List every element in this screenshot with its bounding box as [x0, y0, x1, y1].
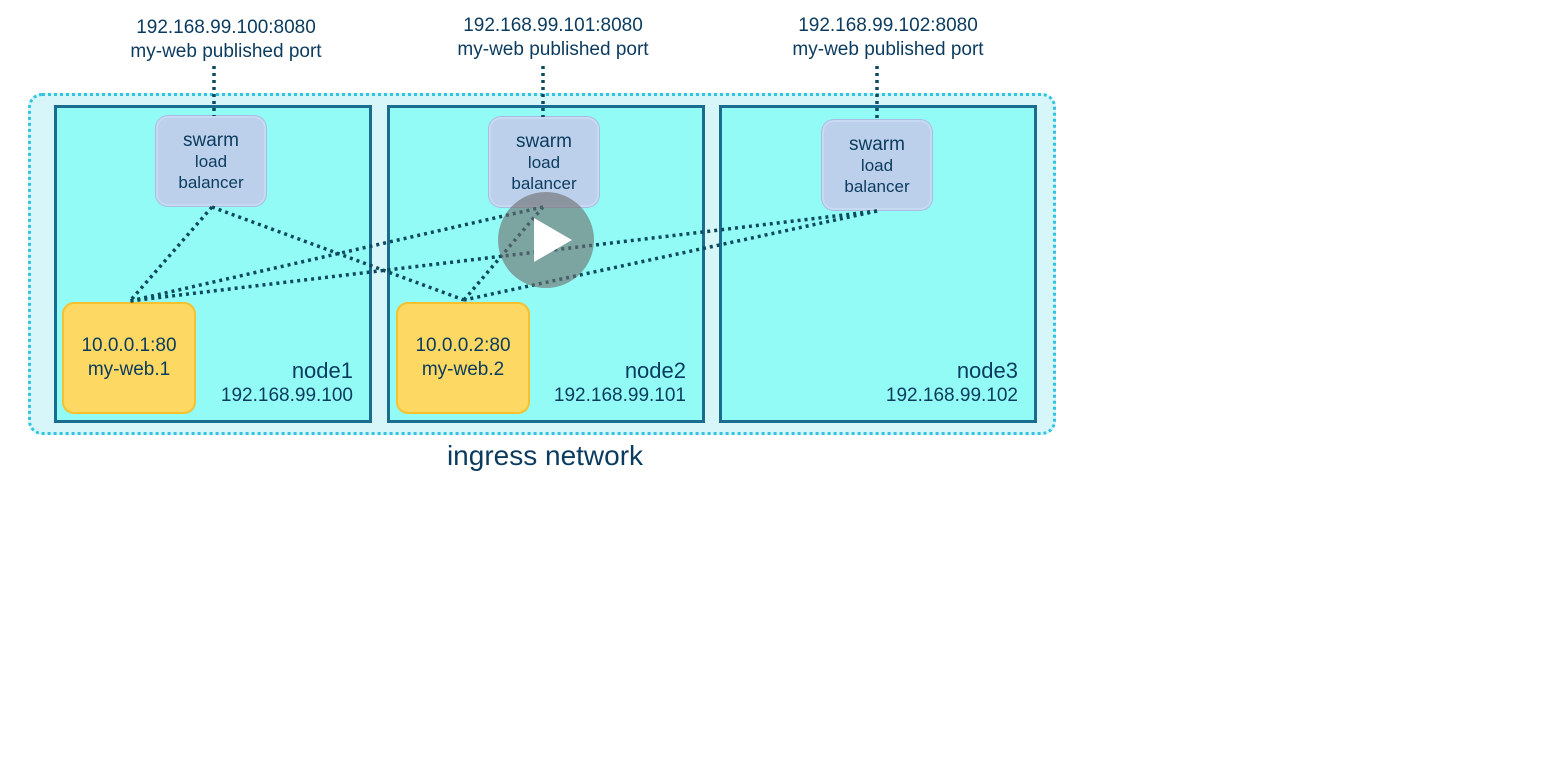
load-balancer-label-line1: swarm [516, 130, 572, 152]
task-address: 10.0.0.1:80 [81, 335, 177, 356]
published-port-node1: 192.168.99.100:8080 my-web published por… [96, 16, 356, 64]
load-balancer-node1: swarm load balancer [156, 116, 266, 206]
task-name: my-web.2 [421, 359, 505, 380]
task-my-web-1: 10.0.0.1:80 my-web.1 [62, 302, 196, 414]
load-balancer-label-line3: balancer [511, 173, 577, 193]
node-name: node2 [624, 358, 686, 383]
node-name: node1 [291, 358, 353, 383]
load-balancer-label-line2: load [860, 155, 894, 175]
published-port-address: 192.168.99.100:8080 [136, 17, 316, 38]
load-balancer-label-line3: balancer [178, 172, 244, 192]
load-balancer-label-line2: load [194, 151, 228, 171]
published-port-caption: my-web published port [792, 39, 984, 60]
published-port-caption: my-web published port [457, 39, 649, 60]
task-address: 10.0.0.2:80 [415, 335, 511, 356]
published-port-node3: 192.168.99.102:8080 my-web published por… [758, 14, 1018, 62]
load-balancer-label-line1: swarm [183, 129, 239, 151]
task-name: my-web.1 [87, 359, 171, 380]
load-balancer-node3: swarm load balancer [822, 120, 932, 210]
node-ip: 192.168.99.100 [220, 385, 353, 406]
published-port-caption: my-web published port [130, 41, 322, 62]
published-port-address: 192.168.99.101:8080 [463, 15, 643, 36]
node-ip: 192.168.99.101 [553, 385, 686, 406]
node-name: node3 [956, 358, 1018, 383]
task-my-web-2: 10.0.0.2:80 my-web.2 [396, 302, 530, 414]
play-icon [534, 218, 572, 262]
published-port-node2: 192.168.99.101:8080 my-web published por… [423, 14, 683, 62]
published-port-address: 192.168.99.102:8080 [798, 15, 978, 36]
load-balancer-label-line3: balancer [844, 176, 910, 196]
load-balancer-label-line1: swarm [849, 133, 905, 155]
load-balancer-label-line2: load [527, 152, 561, 172]
node-ip: 192.168.99.102 [885, 385, 1018, 406]
play-button[interactable] [498, 192, 594, 288]
ingress-network-label: ingress network [446, 440, 644, 471]
